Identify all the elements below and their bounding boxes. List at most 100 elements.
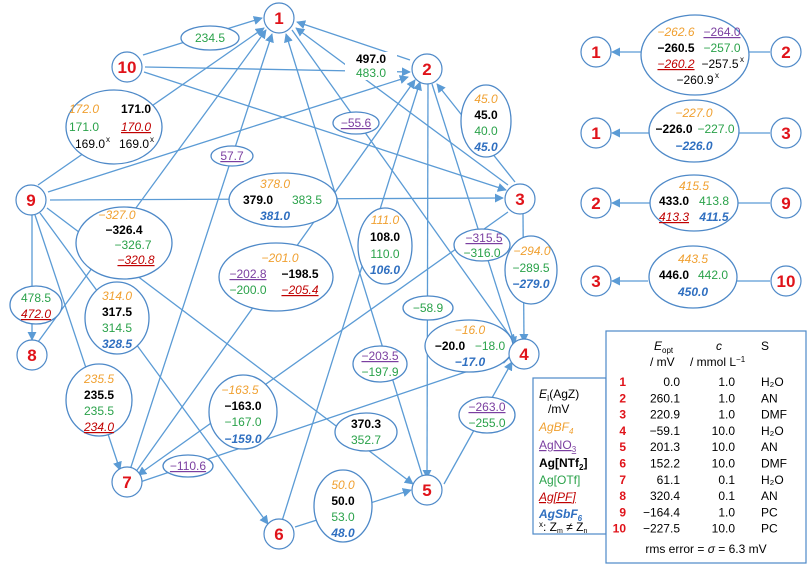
ellipse-2-7: −201.0 −202.8 −198.5 −200.0 −205.4	[218, 242, 334, 312]
value-blue: 450.0	[677, 285, 708, 299]
row-eopt: 220.9	[650, 408, 680, 422]
node-label: 9	[781, 194, 790, 213]
ellipse-9-5: 370.3 352.7	[334, 412, 398, 452]
value-green: 234.5	[195, 31, 225, 45]
value-purple: −315.5	[465, 231, 502, 245]
value-red: 472.0	[21, 307, 51, 321]
ellipse-9-8: 478.5 472.0	[9, 285, 63, 325]
row-concentration: 10.0	[712, 457, 736, 471]
node-9: 9	[15, 184, 47, 216]
value-orange: −163.5	[221, 383, 258, 397]
value-black: 446.0	[659, 268, 689, 282]
node-label: 1	[274, 9, 283, 28]
ellipse-6-5: 50.0 50.0 53.0 48.0	[313, 469, 373, 543]
legend-footnote: x: Zm ≠ Zn	[539, 520, 587, 535]
value-green: 171.0	[69, 120, 99, 134]
value-purple: −263.0	[468, 400, 505, 414]
row-solvent: H₂O	[761, 473, 784, 487]
row-concentration: 1.0	[718, 505, 735, 519]
x-mark: x	[106, 135, 110, 144]
value-blue: −159.0	[224, 432, 261, 446]
side-pair-1-2: 1 2 −262.6 −264.0 −260.5 −257.0 −260.2 −…	[580, 14, 802, 96]
value-black: −163.0	[224, 399, 261, 413]
value-orange: −201.0	[261, 251, 298, 265]
value-green: 40.0	[474, 124, 498, 138]
ellipse-9-1: −327.0 −326.4 −326.7 −320.8	[75, 206, 173, 280]
edge-1-4	[291, 29, 516, 344]
ellipse-10-2: 497.0 483.0	[345, 52, 397, 80]
value-black: 433.0	[659, 194, 689, 208]
row-number: 5	[619, 440, 626, 454]
node-label: 2	[422, 60, 431, 79]
row-concentration: 1.0	[718, 375, 735, 389]
row-concentration: 10.0	[712, 522, 736, 536]
row-eopt: −59.1	[650, 424, 681, 438]
value-black: −260.5	[657, 41, 694, 55]
header-eopt: Eopt	[654, 339, 674, 355]
edge-2-5	[422, 83, 432, 479]
value-green: −200.0	[229, 283, 266, 297]
value-purple: −264.0	[703, 25, 740, 39]
value-orange: 235.5	[83, 372, 114, 386]
value-blue: 45.0	[473, 140, 498, 154]
row-solvent: H₂O	[761, 375, 784, 389]
value-orange: −327.0	[98, 208, 135, 222]
value-purple: −202.8	[229, 267, 266, 281]
value-orange: −16.0	[455, 323, 486, 337]
value-x1: 169.0	[75, 137, 105, 151]
value-blue: −226.0	[675, 139, 712, 153]
value-purple: −55.6	[341, 116, 372, 130]
edge-value-ellipses: 234.5 497.0 483.0 172.0 171.0 171.0 170.…	[9, 25, 558, 543]
node-5: 5	[411, 474, 443, 506]
value-green: −257.0	[703, 41, 740, 55]
value-green: −289.5	[512, 261, 549, 275]
row-number: 4	[619, 424, 626, 438]
edge-5-1	[284, 33, 424, 479]
ellipse-10-1-set: 172.0 171.0 171.0 170.0 169.0 x 169.0 x	[65, 89, 163, 165]
value-green: 53.0	[331, 510, 355, 524]
row-number: 9	[619, 505, 626, 519]
value-blue: −17.0	[455, 355, 486, 369]
value-orange: 172.0	[69, 102, 99, 116]
edge-8-1	[37, 29, 267, 343]
value-red: 413.3	[659, 210, 689, 224]
value-blue: 48.0	[330, 526, 355, 540]
value-green: −255.0	[468, 416, 505, 430]
value-orange: 378.0	[260, 177, 290, 191]
value-red: −320.8	[117, 253, 154, 267]
ellipse-3-7-set: −163.5 −163.0 −167.0 −159.0	[208, 374, 278, 450]
row-concentration: 1.0	[718, 391, 735, 405]
value-blue: 106.0	[370, 263, 400, 277]
value-green: 314.5	[102, 321, 132, 335]
header-solvent: S	[761, 339, 769, 353]
edge-3-1	[295, 27, 509, 186]
row-number: 8	[619, 489, 626, 503]
row-eopt: 0.0	[663, 375, 680, 389]
node-3: 3	[504, 183, 536, 215]
value-blue: 328.5	[102, 337, 132, 351]
value-black: 235.5	[84, 388, 114, 402]
row-number: 1	[619, 375, 626, 389]
value-x2: −260.9	[676, 73, 713, 87]
ellipse-2-5: −58.9	[402, 295, 454, 321]
value-black: 497.0	[356, 52, 386, 66]
row-eopt: 260.1	[650, 391, 680, 405]
row-number: 3	[619, 408, 626, 422]
node-label: 6	[274, 525, 283, 544]
value-black: 370.3	[351, 417, 381, 431]
rms-error: rms error = σ = 6.3 mV	[645, 542, 766, 556]
row-concentration: 10.0	[712, 424, 736, 438]
row-number: 6	[619, 457, 626, 471]
value-red: 170.0	[121, 120, 151, 134]
value-green: 442.0	[698, 268, 728, 282]
value-red: 234.0	[83, 420, 114, 434]
edge-2-4	[431, 83, 517, 346]
value-purple: −203.5	[361, 349, 398, 363]
value-orange: 443.5	[678, 252, 708, 266]
value-orange: 314.0	[102, 289, 132, 303]
value-x1: −257.5	[701, 57, 738, 71]
value-green: 478.5	[21, 291, 51, 305]
header-c-unit: / mmol L−1	[690, 355, 746, 369]
